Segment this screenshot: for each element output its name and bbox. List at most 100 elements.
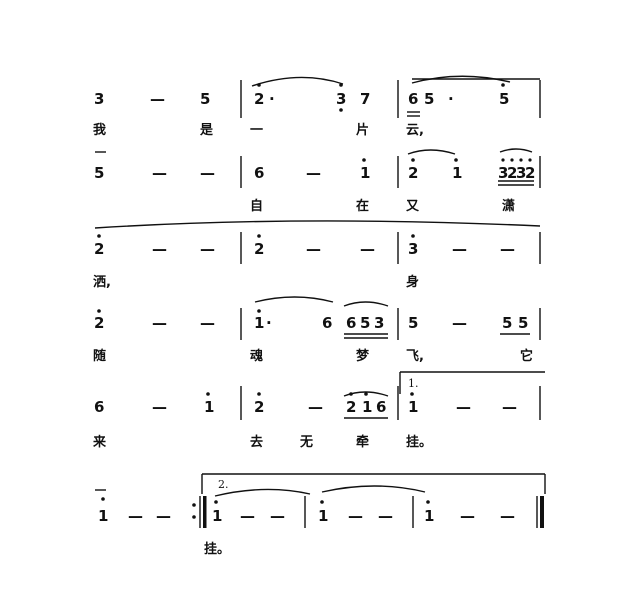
note: 7	[360, 90, 370, 108]
note-dash: —	[200, 240, 215, 258]
note-dash: —	[360, 240, 375, 258]
note: 1	[360, 164, 370, 182]
note: 5	[408, 314, 418, 332]
lyric: 飞,	[406, 349, 424, 364]
lyric: 一	[250, 123, 263, 138]
note: 2	[254, 398, 264, 416]
volta-2-label: 2.	[218, 478, 229, 491]
lyric: 潇	[502, 198, 515, 214]
final-thick-bar	[540, 496, 544, 528]
repeat-dots	[192, 503, 196, 519]
note-dash: —	[152, 398, 167, 416]
row-4-octave-dots	[97, 309, 261, 313]
lyric: 无	[299, 435, 313, 450]
note-dash: —	[456, 398, 471, 416]
repeat-thick-bar	[203, 496, 207, 528]
row-4-lyrics: 随 魂 梦 飞, 它	[93, 348, 533, 364]
note: 2	[254, 240, 264, 258]
note: 1	[408, 398, 418, 416]
lyric: 洒,	[93, 274, 111, 290]
note-dash: —	[152, 164, 167, 182]
note-dash: —	[348, 507, 363, 525]
lyric: 梦	[356, 348, 370, 364]
note-dash: —	[270, 507, 285, 525]
note: 3	[498, 164, 508, 182]
lyric: 挂。	[204, 541, 230, 557]
lyric: 是	[199, 123, 214, 138]
row-1-octave-dots	[257, 83, 505, 112]
lyric: 自	[250, 198, 263, 214]
note-dash: —	[128, 507, 143, 525]
note: 5	[94, 164, 104, 182]
row-4-notes: 2 — — 1 · 6 6 5 3 5 — 5 5	[94, 314, 528, 332]
note: 1	[254, 314, 264, 332]
row-6-lyrics: 挂。	[204, 541, 230, 557]
note: 3	[408, 240, 418, 258]
note: 6	[376, 398, 386, 416]
staff-row-1	[240, 75, 541, 118]
note-dash: —	[306, 164, 321, 182]
row-5-notes: 6 — 1 2 — 2 1 6 1 — —	[94, 398, 517, 416]
note: 1	[362, 398, 372, 416]
lyric: 魂	[250, 348, 263, 364]
note: 3	[374, 314, 384, 332]
lyric: 去	[250, 434, 263, 450]
row-5-lyrics: 来 去 无 牵 挂。	[92, 434, 432, 450]
note-dash: —	[152, 240, 167, 258]
dot: ·	[266, 314, 272, 332]
lyric: 又	[405, 199, 420, 214]
note: 6	[322, 314, 332, 332]
note: 5	[499, 90, 509, 108]
note: 1	[452, 164, 462, 182]
lyric: 随	[93, 348, 106, 364]
staff-row-5	[240, 371, 545, 420]
row-2-lyrics: 自 在 又 潇	[250, 198, 515, 214]
staff-row-2	[95, 148, 541, 188]
note: 5	[518, 314, 528, 332]
row-3-notes: 2 — — 2 — — 3 — —	[94, 240, 515, 258]
note-dash: —	[156, 507, 171, 525]
lyric: 牵	[356, 434, 369, 450]
note: 6	[94, 398, 104, 416]
note: 2	[346, 398, 356, 416]
dot: ·	[448, 90, 454, 108]
note: 1	[98, 507, 108, 525]
row-2-octave-dots	[362, 158, 532, 162]
row-3-octave-dots	[97, 234, 415, 238]
note: 5	[502, 314, 512, 332]
note-dash: —	[150, 90, 165, 108]
note-dash: —	[306, 240, 321, 258]
lyric: 云,	[406, 123, 424, 138]
note: 6	[346, 314, 356, 332]
note-dash: —	[200, 314, 215, 332]
note: 2	[94, 314, 104, 332]
note-dash: —	[452, 240, 467, 258]
row-6-octave-dots	[101, 497, 430, 504]
note: 5	[360, 314, 370, 332]
note: 3	[516, 164, 526, 182]
lyric: 在	[356, 198, 369, 214]
note: 1	[204, 398, 214, 416]
note-dash: —	[460, 507, 475, 525]
note-dash: —	[308, 398, 323, 416]
staff-row-6	[95, 473, 546, 528]
row-5-octave-dots	[206, 392, 414, 396]
note-dash: —	[502, 398, 517, 416]
volta-1-label: 1.	[408, 377, 419, 390]
note: 6	[408, 90, 418, 108]
row-3-lyrics: 洒, 身	[93, 274, 419, 290]
note: 2	[94, 240, 104, 258]
note: 5	[424, 90, 434, 108]
note: 1	[212, 507, 222, 525]
note-dash: —	[500, 507, 515, 525]
dot: ·	[269, 90, 275, 108]
note: 2	[254, 90, 264, 108]
note-dash: —	[240, 507, 255, 525]
staff-row-3	[94, 220, 541, 264]
row-1-notes: 3 — 5 2 · 3 7 6 5 · 5	[94, 90, 509, 108]
note: 2	[507, 164, 517, 182]
note: 5	[200, 90, 210, 108]
note: 3	[336, 90, 346, 108]
